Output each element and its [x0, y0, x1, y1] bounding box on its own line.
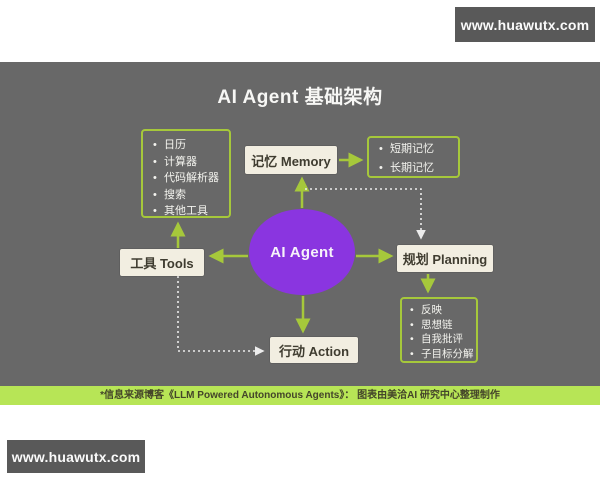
source-footer-bar: *信息来源博客《LLM Powered Autonomous Agents》： …	[0, 386, 600, 405]
watermark-top: www.huawutx.com	[455, 7, 595, 42]
diagram-title: AI Agent 基础架构	[217, 87, 383, 108]
tools-list: 日历 计算器 代码解析器 搜索 其他工具	[151, 137, 225, 220]
tools-list-box: 日历 计算器 代码解析器 搜索 其他工具	[141, 129, 231, 220]
ai-agent-circle: AI Agent	[249, 209, 355, 295]
list-item: 其他工具	[151, 203, 225, 220]
planning-node: 规划 Planning	[397, 245, 493, 272]
memory-node: 记忆 Memory	[245, 146, 337, 174]
list-item: 长期记忆	[377, 159, 454, 178]
watermark-bottom: www.huawutx.com	[7, 440, 145, 473]
planning-list-box: 反映 思想链 自我批评 子目标分解	[400, 297, 478, 363]
action-node: 行动 Action	[270, 337, 358, 363]
list-item: 反映	[408, 303, 474, 318]
list-item: 自我批评	[408, 332, 474, 347]
list-item: 代码解析器	[151, 170, 225, 187]
memory-list: 短期记忆 长期记忆	[377, 140, 454, 178]
list-item: 思想链	[408, 318, 474, 333]
list-item: 计算器	[151, 154, 225, 171]
list-item: 短期记忆	[377, 140, 454, 159]
planning-list: 反映 思想链 自我批评 子目标分解	[408, 303, 474, 361]
list-item: 子目标分解	[408, 347, 474, 362]
list-item: 日历	[151, 137, 225, 154]
memory-list-box: 短期记忆 长期记忆	[367, 136, 460, 178]
list-item: 搜索	[151, 187, 225, 204]
tools-node: 工具 Tools	[120, 249, 204, 276]
